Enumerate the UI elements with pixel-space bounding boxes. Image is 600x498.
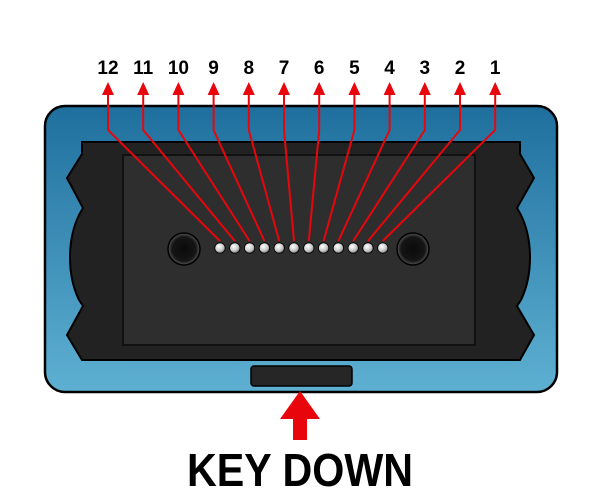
key-down-arrow <box>280 391 320 440</box>
leader-line-7 <box>283 92 295 242</box>
fiber-2 <box>362 242 374 254</box>
pin-number-11: 11 <box>133 58 154 79</box>
pin-number-9: 9 <box>208 58 219 79</box>
pin-number-7: 7 <box>279 58 290 79</box>
fiber-8 <box>273 242 285 254</box>
arrowhead-2 <box>454 82 466 95</box>
leader-line-1 <box>382 92 497 242</box>
arrowhead-8 <box>242 82 255 95</box>
arrowhead-1 <box>489 82 502 95</box>
guide-pin-hole-left <box>167 232 201 266</box>
pin-number-2: 2 <box>455 58 466 79</box>
fiber-4 <box>332 242 344 254</box>
fiber-12 <box>214 242 226 254</box>
guide-pin-hole-right <box>396 232 430 266</box>
fiber-row <box>214 242 389 254</box>
leader-line-11 <box>142 92 236 242</box>
arrowhead-7 <box>278 82 290 95</box>
fiber-5 <box>317 242 330 254</box>
pin-number-5: 5 <box>349 58 360 79</box>
pin-number-12: 12 <box>97 58 118 79</box>
arrowhead-6 <box>313 82 326 95</box>
leader-line-5 <box>322 92 356 242</box>
pin-number-10: 10 <box>168 58 189 79</box>
pin-number-1: 1 <box>490 58 501 79</box>
pin-number-8: 8 <box>244 58 255 79</box>
arrowhead-4 <box>383 82 396 95</box>
pin-number-4: 4 <box>384 58 395 79</box>
fiber-7 <box>288 242 300 254</box>
pin-number-6: 6 <box>314 58 325 79</box>
leader-line-2 <box>367 92 461 242</box>
arrowhead-10 <box>172 82 185 95</box>
pin-number-row: 12 11 10 9 8 7 6 5 4 3 2 1 <box>97 58 500 79</box>
leader-line-12 <box>107 92 221 242</box>
fiber-6 <box>303 242 315 254</box>
connector-key <box>250 365 353 387</box>
fiber-9 <box>258 242 270 254</box>
arrowhead-12 <box>102 82 114 95</box>
orientation-label: KEY DOWN <box>187 444 413 496</box>
fiber-1 <box>377 242 389 254</box>
pin-leader-lines <box>102 82 502 242</box>
arrowhead-11 <box>137 82 150 95</box>
pin-number-3: 3 <box>420 58 431 79</box>
fiber-11 <box>229 242 241 254</box>
leader-line-10 <box>177 92 251 242</box>
leader-line-8 <box>247 92 281 242</box>
arrowhead-5 <box>348 82 361 95</box>
leader-line-6 <box>307 92 321 242</box>
arrowhead-3 <box>418 82 431 95</box>
arrowhead-9 <box>207 82 220 95</box>
leader-line-9 <box>212 92 266 242</box>
fiber-3 <box>347 242 359 254</box>
fiber-10 <box>244 242 256 254</box>
leader-line-3 <box>352 92 426 242</box>
leader-line-4 <box>337 92 391 242</box>
